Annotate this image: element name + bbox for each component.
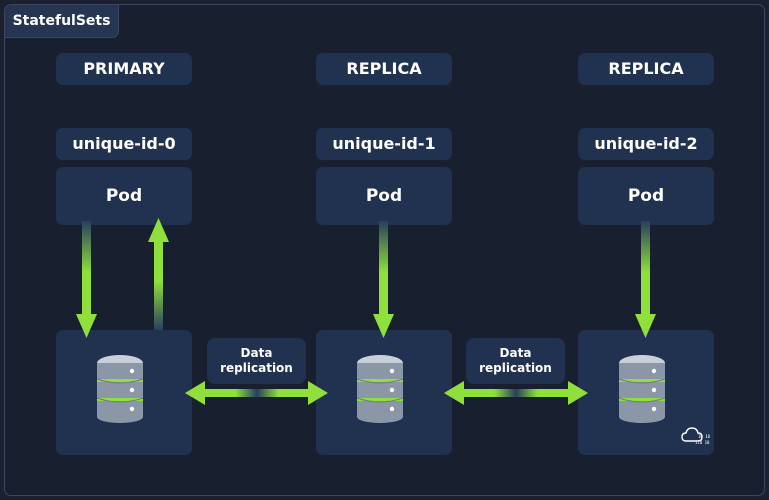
database-stack-icon [356, 354, 404, 424]
unique-id-label-2: unique-id-2 [578, 128, 714, 160]
arrow-pod2-down [635, 221, 656, 338]
replication-label-0: Data replication [207, 338, 306, 384]
page-title: StatefulSets [5, 5, 119, 38]
arrow-pod1-down [373, 221, 394, 338]
arrow-replication-1 [444, 381, 588, 405]
pod-box-0: Pod [56, 167, 192, 225]
replication-label-line2: replication [479, 361, 552, 375]
arrow-pod0-down [76, 221, 97, 338]
replication-label-line2: replication [220, 361, 293, 375]
replication-label-1: Data replication [466, 338, 565, 384]
connector-layer [76, 218, 666, 424]
replication-label-line1: Data [499, 346, 532, 360]
database-stack-icon [618, 354, 666, 424]
arrow-pod0-up [148, 218, 169, 330]
replication-label-line1: Data [240, 346, 273, 360]
pod-box-2: Pod [578, 167, 714, 225]
svg-text:110 10: 110 10 [695, 440, 710, 445]
unique-id-label-1: unique-id-1 [316, 128, 452, 160]
arrow-replication-0 [185, 381, 328, 405]
unique-id-label-0: unique-id-0 [56, 128, 192, 160]
role-label-replica-2: REPLICA [578, 53, 714, 85]
diagram-canvas: StatefulSets PRIMARY REPLICA REPLICA uni… [4, 4, 765, 496]
svg-text:10 10: 10 10 [698, 434, 710, 439]
role-label-primary: PRIMARY [56, 53, 192, 85]
pod-box-1: Pod [316, 167, 452, 225]
cloud-icon: 10 10 110 10 [681, 427, 710, 445]
role-label-replica-1: REPLICA [316, 53, 452, 85]
database-stack-icon [96, 354, 144, 424]
